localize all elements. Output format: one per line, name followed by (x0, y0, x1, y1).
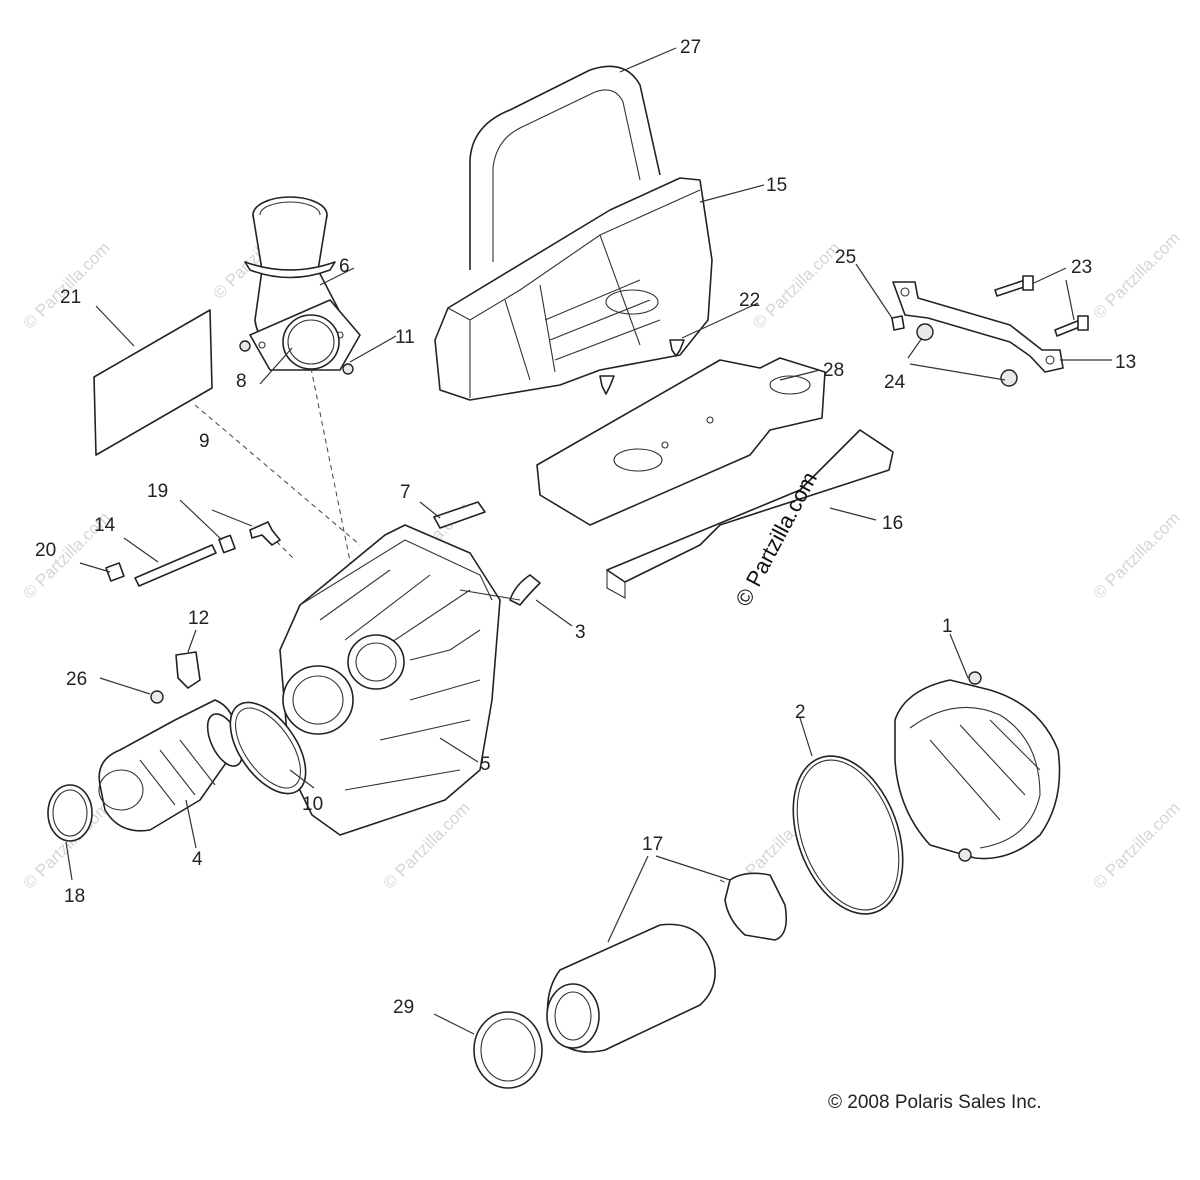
callout-7: 7 (400, 482, 411, 503)
callout-8: 8 (236, 371, 247, 392)
callout-27: 27 (680, 37, 701, 58)
callout-5: 5 (480, 754, 491, 775)
part-4-boot (98, 699, 244, 832)
callout-6: 6 (339, 256, 350, 277)
callout-16: 16 (882, 513, 903, 534)
callout-4: 4 (192, 849, 203, 870)
part-5-airbox (279, 524, 501, 836)
callout-22: 22 (739, 290, 760, 311)
part-hose-set (105, 521, 281, 587)
callout-1: 1 (942, 616, 953, 637)
watermark: © Partzilla.com (1089, 798, 1183, 892)
callout-13: 13 (1115, 352, 1136, 373)
part-12-sensor (150, 651, 201, 704)
watermark: © Partzilla.com (749, 238, 843, 332)
copyright-notice: © 2008 Polaris Sales Inc. (828, 1092, 1042, 1113)
callout-10: 10 (302, 794, 323, 815)
callout-26: 26 (66, 669, 87, 690)
part-29-ring (473, 1011, 543, 1089)
callout-17: 17 (642, 834, 663, 855)
leader-lines (65, 47, 1112, 1035)
callout-12: 12 (188, 608, 209, 629)
callout-21: 21 (60, 287, 81, 308)
callout-18: 18 (64, 886, 85, 907)
callout-23: 23 (1071, 257, 1092, 278)
callout-3: 3 (575, 622, 586, 643)
part-8-ring (282, 314, 340, 370)
part-27-handle (469, 65, 661, 270)
part-hardware (599, 315, 1018, 395)
callout-19: 19 (147, 481, 168, 502)
part-7-block (433, 501, 486, 529)
part-21-label (93, 309, 213, 456)
callout-24: 24 (884, 372, 906, 393)
part-15-cover (434, 177, 713, 401)
part-18-clamp (47, 784, 93, 842)
callout-2: 2 (795, 702, 806, 723)
part-1-cover (894, 671, 1061, 862)
watermark: © Partzilla.com (19, 238, 113, 332)
callout-15: 15 (766, 175, 787, 196)
part-11-screws (239, 340, 354, 375)
part-13-bracket (892, 281, 1064, 373)
part-16-foam (606, 429, 894, 599)
watermark: © Partzilla.com (1089, 508, 1183, 602)
callout-labels: 27 15 6 21 11 8 22 28 25 23 13 24 16 7 9… (35, 37, 1136, 1018)
part-10-clamp (229, 701, 307, 795)
part-23-bolts (994, 275, 1089, 337)
callout-20: 20 (35, 540, 56, 561)
callout-9: 9 (199, 431, 210, 452)
callout-25: 25 (835, 247, 856, 268)
part-17-filter (546, 872, 788, 1053)
vertical-watermark: © Partzilla.com (730, 468, 822, 611)
callout-29: 29 (393, 997, 414, 1018)
watermark: © Partzilla.com (1089, 228, 1183, 322)
callout-11: 11 (395, 327, 415, 348)
callout-14: 14 (94, 515, 116, 536)
part-2-oring (792, 755, 904, 915)
callout-28: 28 (823, 360, 844, 381)
part-28-plate (536, 357, 826, 526)
part-3-connector (459, 574, 541, 606)
